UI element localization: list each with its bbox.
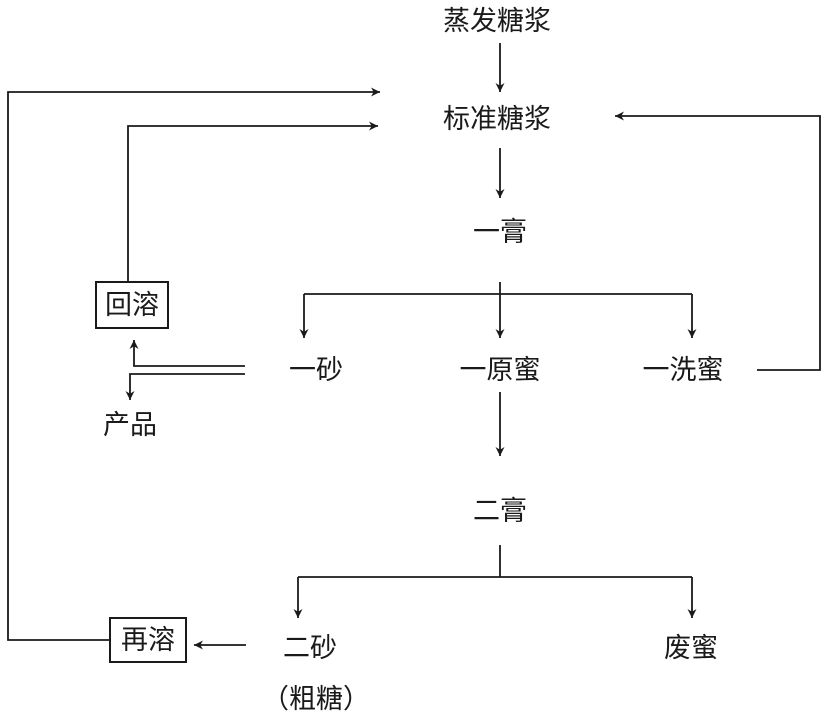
- node-redissolve: 回溶: [105, 290, 159, 321]
- node-remelt: 再溶: [121, 625, 175, 656]
- node-first-sugar: 一砂: [289, 355, 343, 386]
- node-first-molasses: 一原蜜: [460, 355, 541, 386]
- arrow-wash-loop-to-standard: [615, 111, 821, 371]
- redissolve-box: [95, 281, 169, 329]
- node-standard-syrup: 标准糖浆: [443, 104, 551, 135]
- arrow-redissolve-to-standard: [127, 121, 378, 283]
- node-second-sugar: 二砂: [283, 633, 337, 664]
- node-second-massecuite: 二膏: [473, 496, 527, 527]
- arrow-first-sugar-to-redissolve: [129, 340, 245, 367]
- arrow-remelt-to-standard: [7, 87, 380, 641]
- node-raw-sugar: （粗糖）: [262, 684, 370, 715]
- node-first-wash-molasses: 一洗蜜: [643, 355, 724, 386]
- node-waste-molasses: 废蜜: [664, 633, 718, 664]
- node-product: 产品: [103, 410, 157, 441]
- node-evaporated-syrup: 蒸发糖浆: [443, 6, 551, 37]
- arrow-first-sugar-to-product: [125, 373, 245, 400]
- node-first-massecuite: 一膏: [473, 217, 527, 248]
- remelt-box: [109, 617, 187, 663]
